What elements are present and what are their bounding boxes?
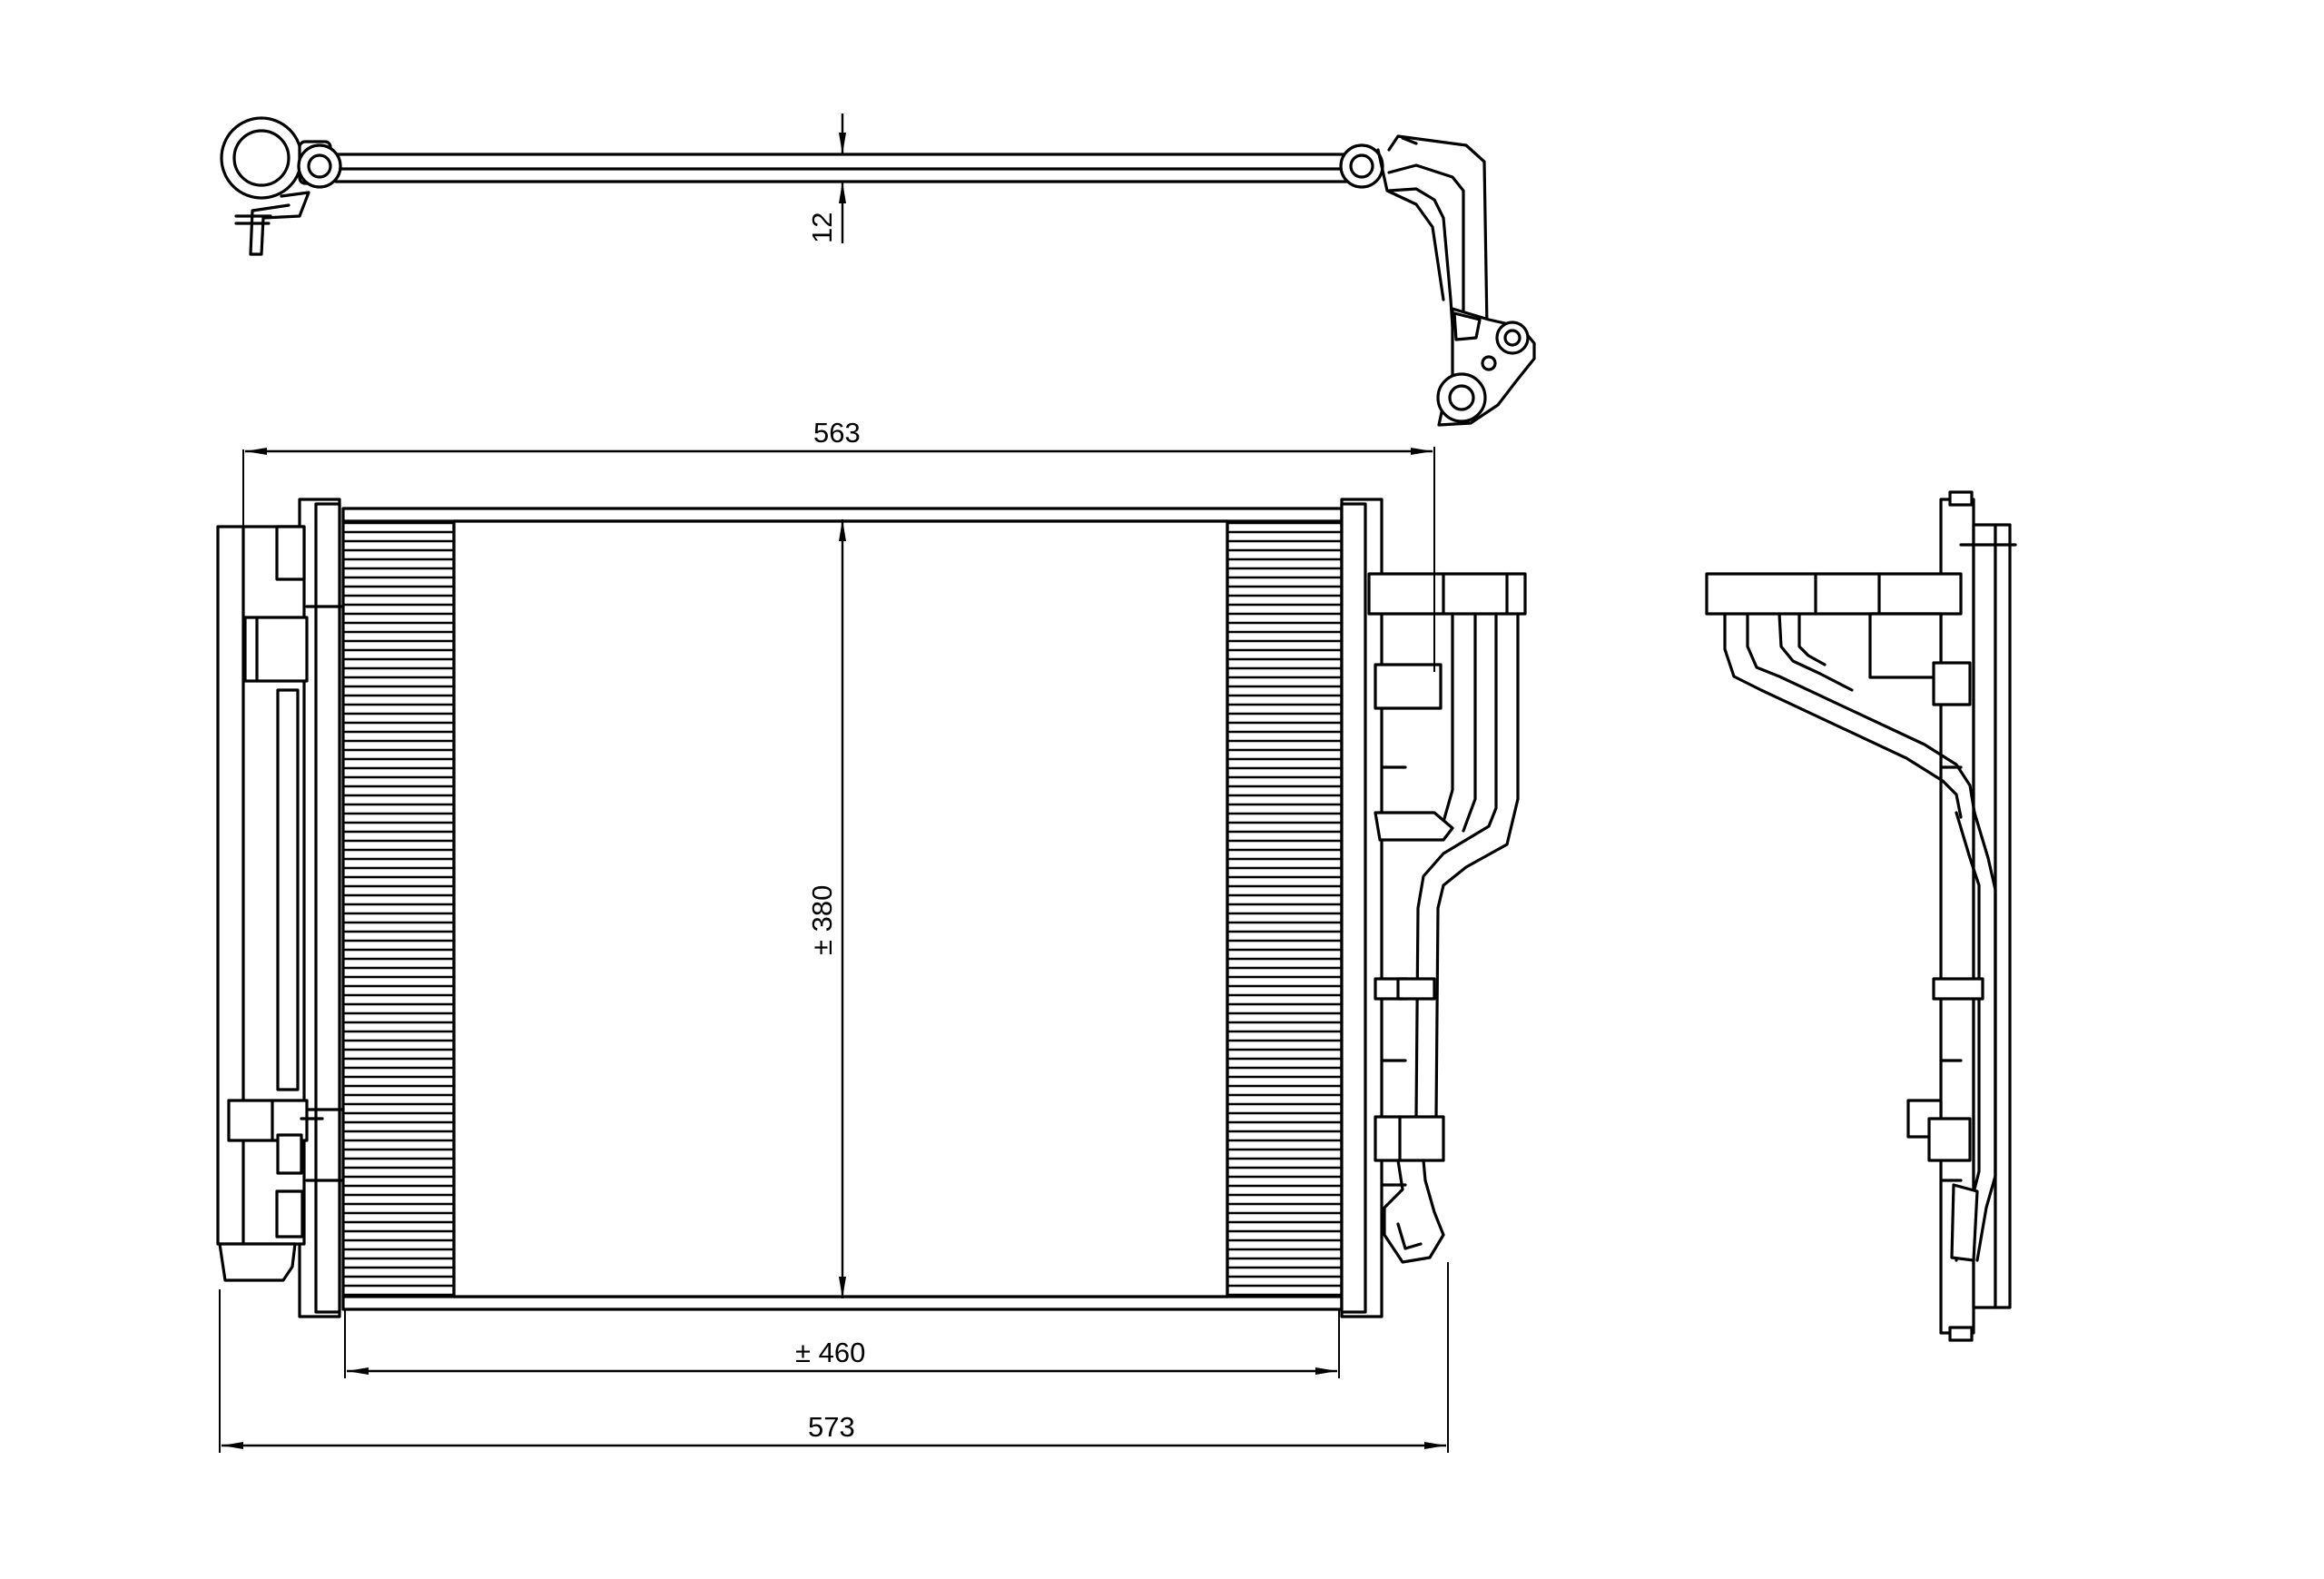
core-height-dimension: ± 380 — [806, 519, 846, 1298]
top-view-pipe — [334, 153, 1354, 183]
core-width-inner-dimension: ± 460 — [344, 1309, 1340, 1378]
core-width-top-label: 563 — [813, 417, 861, 449]
tube-thickness-dimension: 12 — [806, 113, 846, 243]
top-view-left-fitting — [220, 116, 342, 256]
core-width-inner-label: ± 460 — [795, 1337, 865, 1368]
top-view-right-fitting — [1339, 134, 1536, 427]
fin-band-right — [1227, 521, 1342, 1297]
front-view: ± 380 563 ± 460 573 — [216, 417, 1527, 1453]
fin-band-left — [343, 521, 454, 1297]
condenser-core — [341, 507, 1344, 1311]
overall-width-label: 573 — [808, 1411, 855, 1443]
right-side-piping — [1367, 572, 1527, 1264]
top-view: 12 — [220, 113, 1536, 427]
receiver-drier — [216, 525, 345, 1282]
tube-thickness-label: 12 — [806, 212, 838, 243]
core-width-top-dimension: 563 — [242, 417, 1435, 672]
overall-width-dimension: 573 — [219, 1262, 1449, 1453]
right-header-tank — [1340, 498, 1384, 1318]
side-view — [1705, 490, 2017, 1342]
core-height-label: ± 380 — [806, 885, 838, 955]
